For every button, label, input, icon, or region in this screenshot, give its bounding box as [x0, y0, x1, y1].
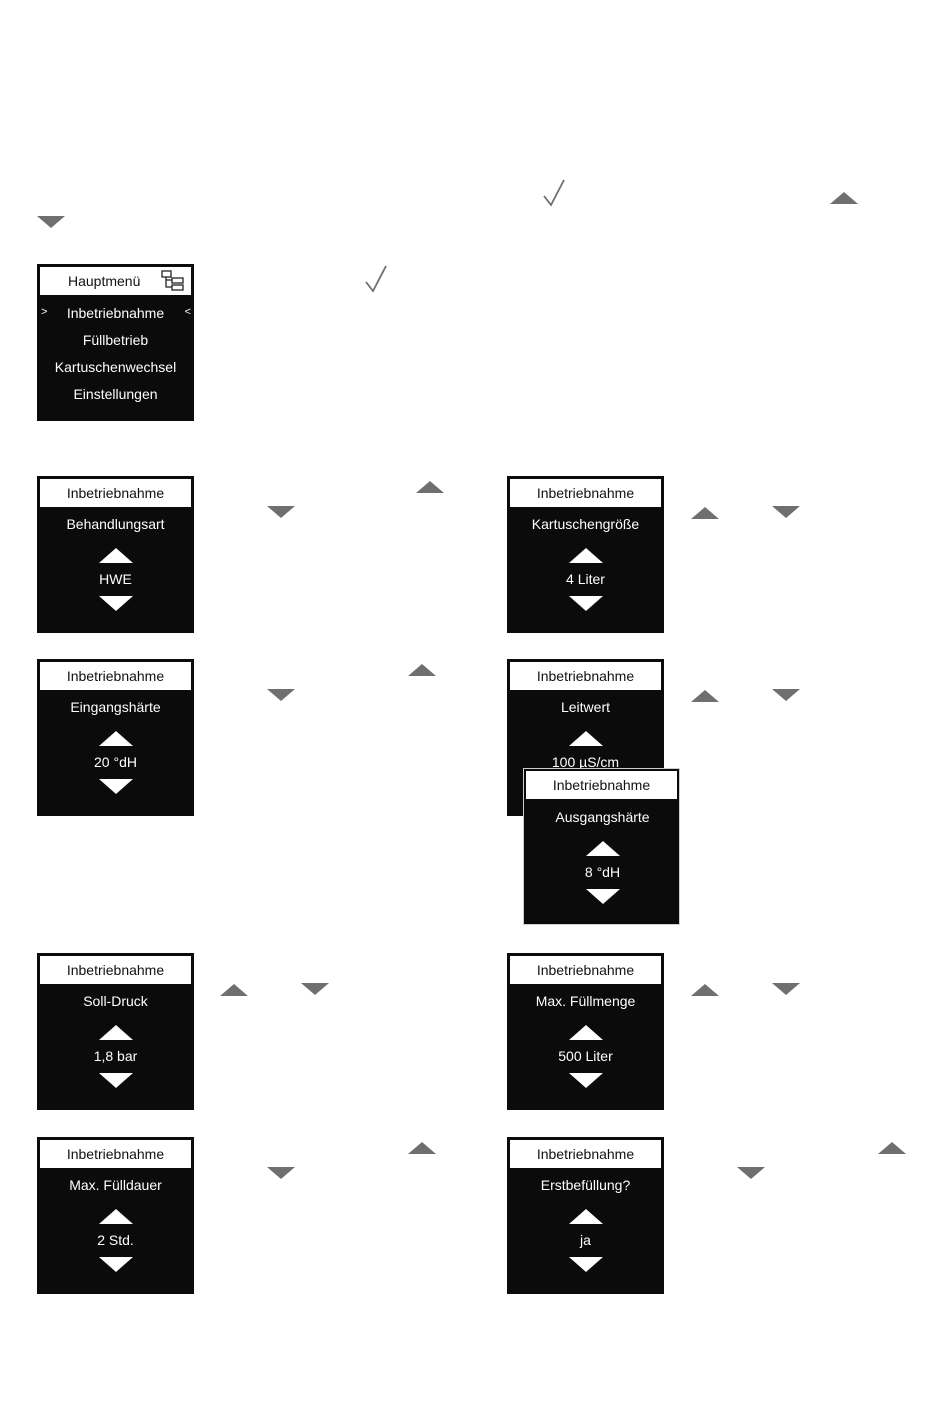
decrease-arrow-icon[interactable]	[99, 1073, 133, 1088]
arrow-up-icon	[408, 664, 436, 676]
menu-item-kartuschenwechsel[interactable]: Kartuschenwechsel	[54, 359, 177, 375]
increase-arrow-icon[interactable]	[99, 548, 133, 563]
arrow-up-icon	[691, 690, 719, 702]
screen-soll-druck: Inbetriebnahme Soll-Druck 1,8 bar	[37, 953, 194, 1110]
arrow-down-icon	[772, 506, 800, 518]
arrow-down-icon	[301, 983, 329, 995]
menu-item-fuellbetrieb[interactable]: Füllbetrieb	[82, 332, 149, 348]
arrow-down-icon	[772, 983, 800, 995]
setting-label: Behandlungsart	[66, 516, 165, 532]
selection-marker-right: <	[184, 306, 191, 318]
screen-header: Inbetriebnahme	[40, 479, 191, 507]
increase-arrow-icon[interactable]	[569, 731, 603, 746]
main-menu-header: Hauptmenü	[40, 267, 191, 295]
arrow-up-icon	[878, 1142, 906, 1154]
check-icon	[365, 265, 387, 293]
screen-behandlungsart: Inbetriebnahme Behandlungsart HWE	[37, 476, 194, 633]
setting-label: Soll-Druck	[83, 993, 148, 1009]
main-menu-title: Hauptmenü	[68, 273, 141, 289]
decrease-arrow-icon[interactable]	[569, 1257, 603, 1272]
screen-header: Inbetriebnahme	[510, 956, 661, 984]
decrease-arrow-icon[interactable]	[586, 889, 620, 904]
decrease-arrow-icon[interactable]	[99, 596, 133, 611]
arrow-up-icon	[691, 507, 719, 519]
arrow-down-icon	[737, 1167, 765, 1179]
setting-value: 8 °dH	[584, 864, 621, 880]
arrow-down-icon	[267, 506, 295, 518]
screen-header: Inbetriebnahme	[510, 479, 661, 507]
setting-label: Kartuschengröße	[531, 516, 640, 532]
setting-value: HWE	[99, 571, 132, 587]
arrow-up-icon	[220, 984, 248, 996]
screen-header: Inbetriebnahme	[40, 662, 191, 690]
check-icon	[543, 179, 565, 207]
arrow-down-icon	[772, 689, 800, 701]
setting-label: Eingangshärte	[70, 699, 161, 715]
setting-label: Ausgangshärte	[555, 809, 650, 825]
screen-header: Inbetriebnahme	[526, 771, 677, 799]
setting-value: 2 Std.	[97, 1232, 134, 1248]
setting-value: 1,8 bar	[93, 1048, 138, 1064]
setting-label: Erstbefüllung?	[540, 1177, 631, 1193]
selection-marker-left: >	[41, 306, 48, 318]
setting-value: 4 Liter	[566, 571, 605, 587]
screen-eingangshaerte: Inbetriebnahme Eingangshärte 20 °dH	[37, 659, 194, 816]
menu-item-inbetriebnahme[interactable]: Inbetriebnahme	[66, 305, 165, 321]
decrease-arrow-icon[interactable]	[569, 596, 603, 611]
decrease-arrow-icon[interactable]	[569, 1073, 603, 1088]
menu-tree-icon[interactable]	[161, 270, 185, 292]
main-menu-screen: Hauptmenü > < Inbetriebnahme Füllbetrieb…	[37, 264, 194, 421]
arrow-down-icon	[267, 689, 295, 701]
increase-arrow-icon[interactable]	[569, 1209, 603, 1224]
setting-value: 100 µS/cm	[551, 754, 620, 770]
screen-header: Inbetriebnahme	[510, 662, 661, 690]
screen-erstbefuellung: Inbetriebnahme Erstbefüllung? ja	[507, 1137, 664, 1294]
increase-arrow-icon[interactable]	[99, 1025, 133, 1040]
decrease-arrow-icon[interactable]	[99, 1257, 133, 1272]
setting-value: ja	[580, 1232, 591, 1248]
increase-arrow-icon[interactable]	[99, 731, 133, 746]
setting-label: Max. Fülldauer	[69, 1177, 162, 1193]
arrow-up-icon	[408, 1142, 436, 1154]
setting-value: 500 Liter	[558, 1048, 613, 1064]
screen-header: Inbetriebnahme	[510, 1140, 661, 1168]
arrow-up-icon	[691, 984, 719, 996]
arrow-up-icon	[416, 481, 444, 493]
setting-value: 20 °dH	[94, 754, 137, 770]
screen-ausgangshaerte: Inbetriebnahme Ausgangshärte 8 °dH	[523, 768, 680, 925]
screen-kartuschengroesse: Inbetriebnahme Kartuschengröße 4 Liter	[507, 476, 664, 633]
arrow-down-icon	[267, 1167, 295, 1179]
screen-header: Inbetriebnahme	[40, 1140, 191, 1168]
increase-arrow-icon[interactable]	[569, 1025, 603, 1040]
decrease-arrow-icon[interactable]	[99, 779, 133, 794]
menu-item-einstellungen[interactable]: Einstellungen	[73, 386, 158, 402]
arrow-down-icon	[37, 216, 65, 228]
screen-max-fuelldauer: Inbetriebnahme Max. Fülldauer 2 Std.	[37, 1137, 194, 1294]
increase-arrow-icon[interactable]	[586, 841, 620, 856]
screen-header: Inbetriebnahme	[40, 956, 191, 984]
increase-arrow-icon[interactable]	[569, 548, 603, 563]
setting-label: Leitwert	[560, 699, 611, 715]
increase-arrow-icon[interactable]	[99, 1209, 133, 1224]
arrow-up-icon	[830, 192, 858, 204]
setting-label: Max. Füllmenge	[535, 993, 636, 1009]
screen-max-fuellmenge: Inbetriebnahme Max. Füllmenge 500 Liter	[507, 953, 664, 1110]
